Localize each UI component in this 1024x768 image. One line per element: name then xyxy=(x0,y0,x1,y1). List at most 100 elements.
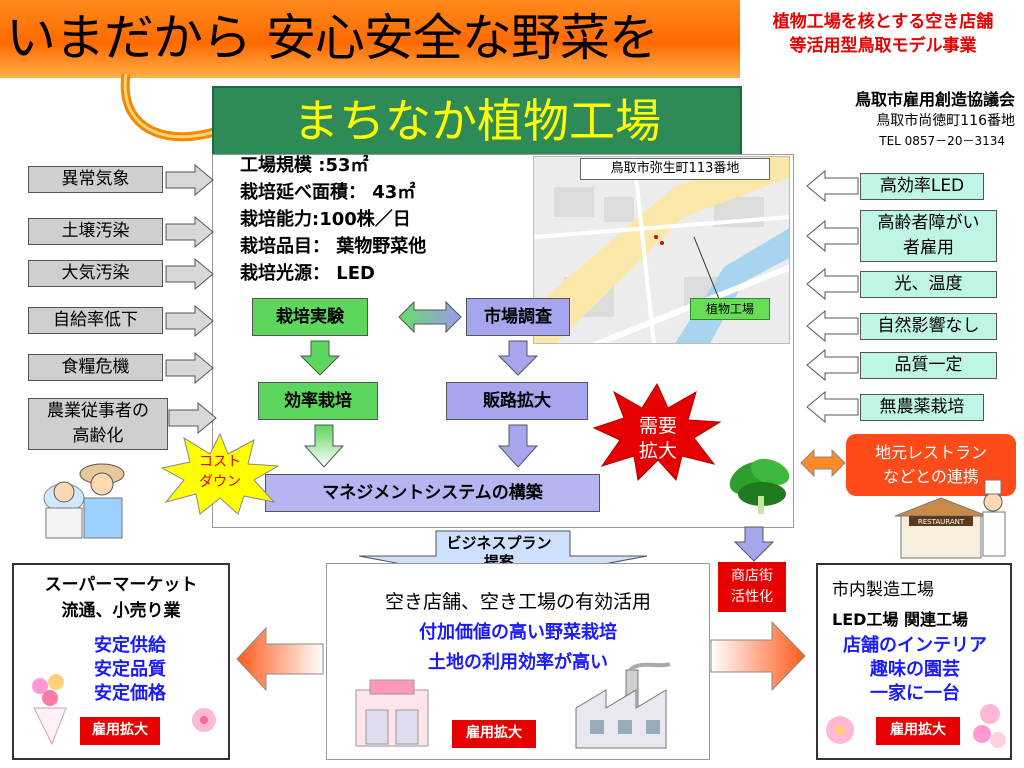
leafy-vegetable-illustration xyxy=(729,458,790,514)
map-factory-label: 植物工場 xyxy=(690,298,770,320)
spec-item: 栽培延べ面積： 43㎡ xyxy=(240,182,416,203)
arrow-left-icon xyxy=(806,170,859,202)
box-channel-expansion: 販路拡大 xyxy=(446,382,588,420)
benefit-one-per-home: 一家に一台 xyxy=(870,683,960,704)
main-title: まちなか植物工場 xyxy=(212,86,742,156)
project-title-line2: 等活用型鳥取モデル事業 xyxy=(789,36,977,56)
box-cultivation-experiment: 栽培実験 xyxy=(252,298,368,336)
factory-illustration xyxy=(575,662,671,749)
factor-self-sufficiency: 自給率低下 xyxy=(28,307,163,334)
feature-employment-line1: 高齢者障がい xyxy=(877,213,980,233)
box-management-system: マネジメントシステムの構築 xyxy=(265,474,600,512)
arrow-down-green-icon xyxy=(300,340,340,376)
shopping-street-revitalization: 商店街 活性化 xyxy=(718,562,786,612)
factor-abnormal-weather: 異常気象 xyxy=(28,166,163,193)
arrow-right-icon xyxy=(165,216,214,248)
header-banner xyxy=(0,0,740,78)
local-factory-title: 市内製造工場 xyxy=(832,580,934,600)
restaurant-line1: 地元レストラン xyxy=(874,443,987,462)
banner-slogan: いまだから 安心安全な野菜を xyxy=(6,9,659,67)
factor-aging-line1: 農業従事者の xyxy=(47,401,149,421)
arrow-left-icon xyxy=(806,268,859,300)
business-plan-line1: ビジネスプラン xyxy=(446,534,552,552)
arrow-left-icon xyxy=(806,349,859,381)
organization-name: 鳥取市雇用創造協議会 xyxy=(854,90,1015,109)
arrow-left-icon xyxy=(806,310,859,342)
supermarket-line1: スーパーマーケット xyxy=(44,575,198,595)
factor-air-pollution: 大気汚染 xyxy=(28,260,163,287)
elderly-farmers-illustration xyxy=(43,463,125,539)
feature-employment: 高齢者障がい 者雇用 xyxy=(860,210,997,262)
benefit-stable-price: 安定価格 xyxy=(94,683,166,704)
arrow-right-icon xyxy=(165,305,214,337)
benefit-stable-quality: 安定品質 xyxy=(94,659,166,680)
employment-expansion-label: 雇用拡大 xyxy=(452,720,536,748)
box-market-research: 市場調査 xyxy=(466,298,570,336)
feature-pesticide-free: 無農薬栽培 xyxy=(860,394,984,421)
benefit-stable-supply: 安定供給 xyxy=(94,635,166,656)
spec-list: 工場規模 :53㎡ 栽培延べ面積： 43㎡ 栽培能力:100株／日 栽培品目： … xyxy=(240,152,540,287)
arrow-right-icon xyxy=(165,352,214,384)
employment-expansion-label: 雇用拡大 xyxy=(876,717,960,745)
benefit-land-efficiency: 土地の利用効率が高い xyxy=(428,652,608,673)
arrow-left-icon xyxy=(806,220,859,252)
factor-aging-line2: 高齢化 xyxy=(72,426,124,446)
restaurant-illustration: RESTAURANT xyxy=(895,479,1006,559)
flower-icon xyxy=(973,704,1006,748)
feature-constant-quality: 品質一定 xyxy=(860,352,997,379)
benefit-high-value: 付加価値の高い野菜栽培 xyxy=(419,622,617,643)
factor-aging-farmers: 農業従事者の 高齢化 xyxy=(28,398,168,450)
organization-tel: TEL 0857－20－3134 xyxy=(879,134,1005,148)
benefit-store-interior: 店舗のインテリア xyxy=(843,635,987,656)
arrow-down-gradient-icon xyxy=(304,424,344,468)
arrow-left-icon xyxy=(806,391,859,423)
spec-item: 工場規模 :53㎡ xyxy=(240,155,369,176)
vacant-store-benefits: 付加価値の高い野菜栽培 土地の利用効率が高い xyxy=(330,618,706,678)
local-factory-types: LED工場 関連工場 xyxy=(832,610,968,629)
demand-text: 需要 拡大 xyxy=(618,414,698,464)
arrow-down-blue-icon xyxy=(734,526,774,562)
flower-icon xyxy=(826,716,854,744)
demand-starburst xyxy=(592,382,722,482)
shotengai-line1: 商店街 xyxy=(731,568,773,584)
vacant-store-title: 空き店舗、空き工場の有効活用 xyxy=(384,591,651,613)
feature-light-temperature: 光、温度 xyxy=(860,271,997,298)
cost-line2: ダウン xyxy=(199,474,241,490)
spec-item: 栽培品目： 葉物野菜他 xyxy=(240,236,427,257)
demand-line1: 需要 xyxy=(638,415,677,437)
benefit-gardening-hobby: 趣味の園芸 xyxy=(870,659,960,680)
arrow-right-icon xyxy=(168,402,217,434)
flower-icon xyxy=(192,708,216,732)
supermarket-benefits: 安定供給 安定品質 安定価格 xyxy=(40,634,220,706)
project-title-line1: 植物工場を核とする空き店舗 xyxy=(772,12,994,32)
feature-no-natural-impact: 自然影響なし xyxy=(860,313,997,340)
demand-line2: 拡大 xyxy=(638,440,677,462)
factor-soil-pollution: 土壌汚染 xyxy=(28,218,163,245)
project-title: 植物工場を核とする空き店舗 等活用型鳥取モデル事業 xyxy=(748,10,1018,58)
bidirectional-arrow-icon xyxy=(800,448,846,478)
restaurant-collaboration: 地元レストラン などとの連携 xyxy=(846,434,1016,496)
arrow-down-blue-icon xyxy=(498,424,538,468)
arrow-down-blue-icon xyxy=(498,340,538,376)
cost-down-starburst xyxy=(160,432,280,515)
supermarket-line2: 流通、小売り業 xyxy=(61,601,181,621)
arrow-right-orange-icon xyxy=(710,620,806,692)
cost-down-text: コスト ダウン xyxy=(180,452,260,492)
map-address: 鳥取市弥生町113番地 xyxy=(580,158,770,180)
double-arrow-icon xyxy=(398,300,462,334)
local-factory-benefits: 店舗のインテリア 趣味の園芸 一家に一台 xyxy=(822,634,1008,706)
box-efficient-cultivation: 効率栽培 xyxy=(258,382,378,420)
shotengai-line2: 活性化 xyxy=(731,589,773,605)
restaurant-sign: RESTAURANT xyxy=(918,518,965,526)
arrow-right-icon xyxy=(165,258,214,290)
flower-bouquet-illustration xyxy=(32,674,67,746)
map-drawing xyxy=(534,157,789,343)
employment-expansion-label: 雇用拡大 xyxy=(80,717,160,745)
supermarket-text: スーパーマーケット 流通、小売り業 xyxy=(14,572,228,624)
factor-food-crisis: 食糧危機 xyxy=(28,354,163,381)
spec-item: 栽培能力:100株／日 xyxy=(240,209,411,230)
restaurant-line2: などとの連携 xyxy=(883,467,979,486)
feature-high-efficiency-led: 高効率LED xyxy=(860,173,984,200)
store-illustration xyxy=(355,679,429,747)
spec-item: 栽培光源： LED xyxy=(240,263,375,284)
